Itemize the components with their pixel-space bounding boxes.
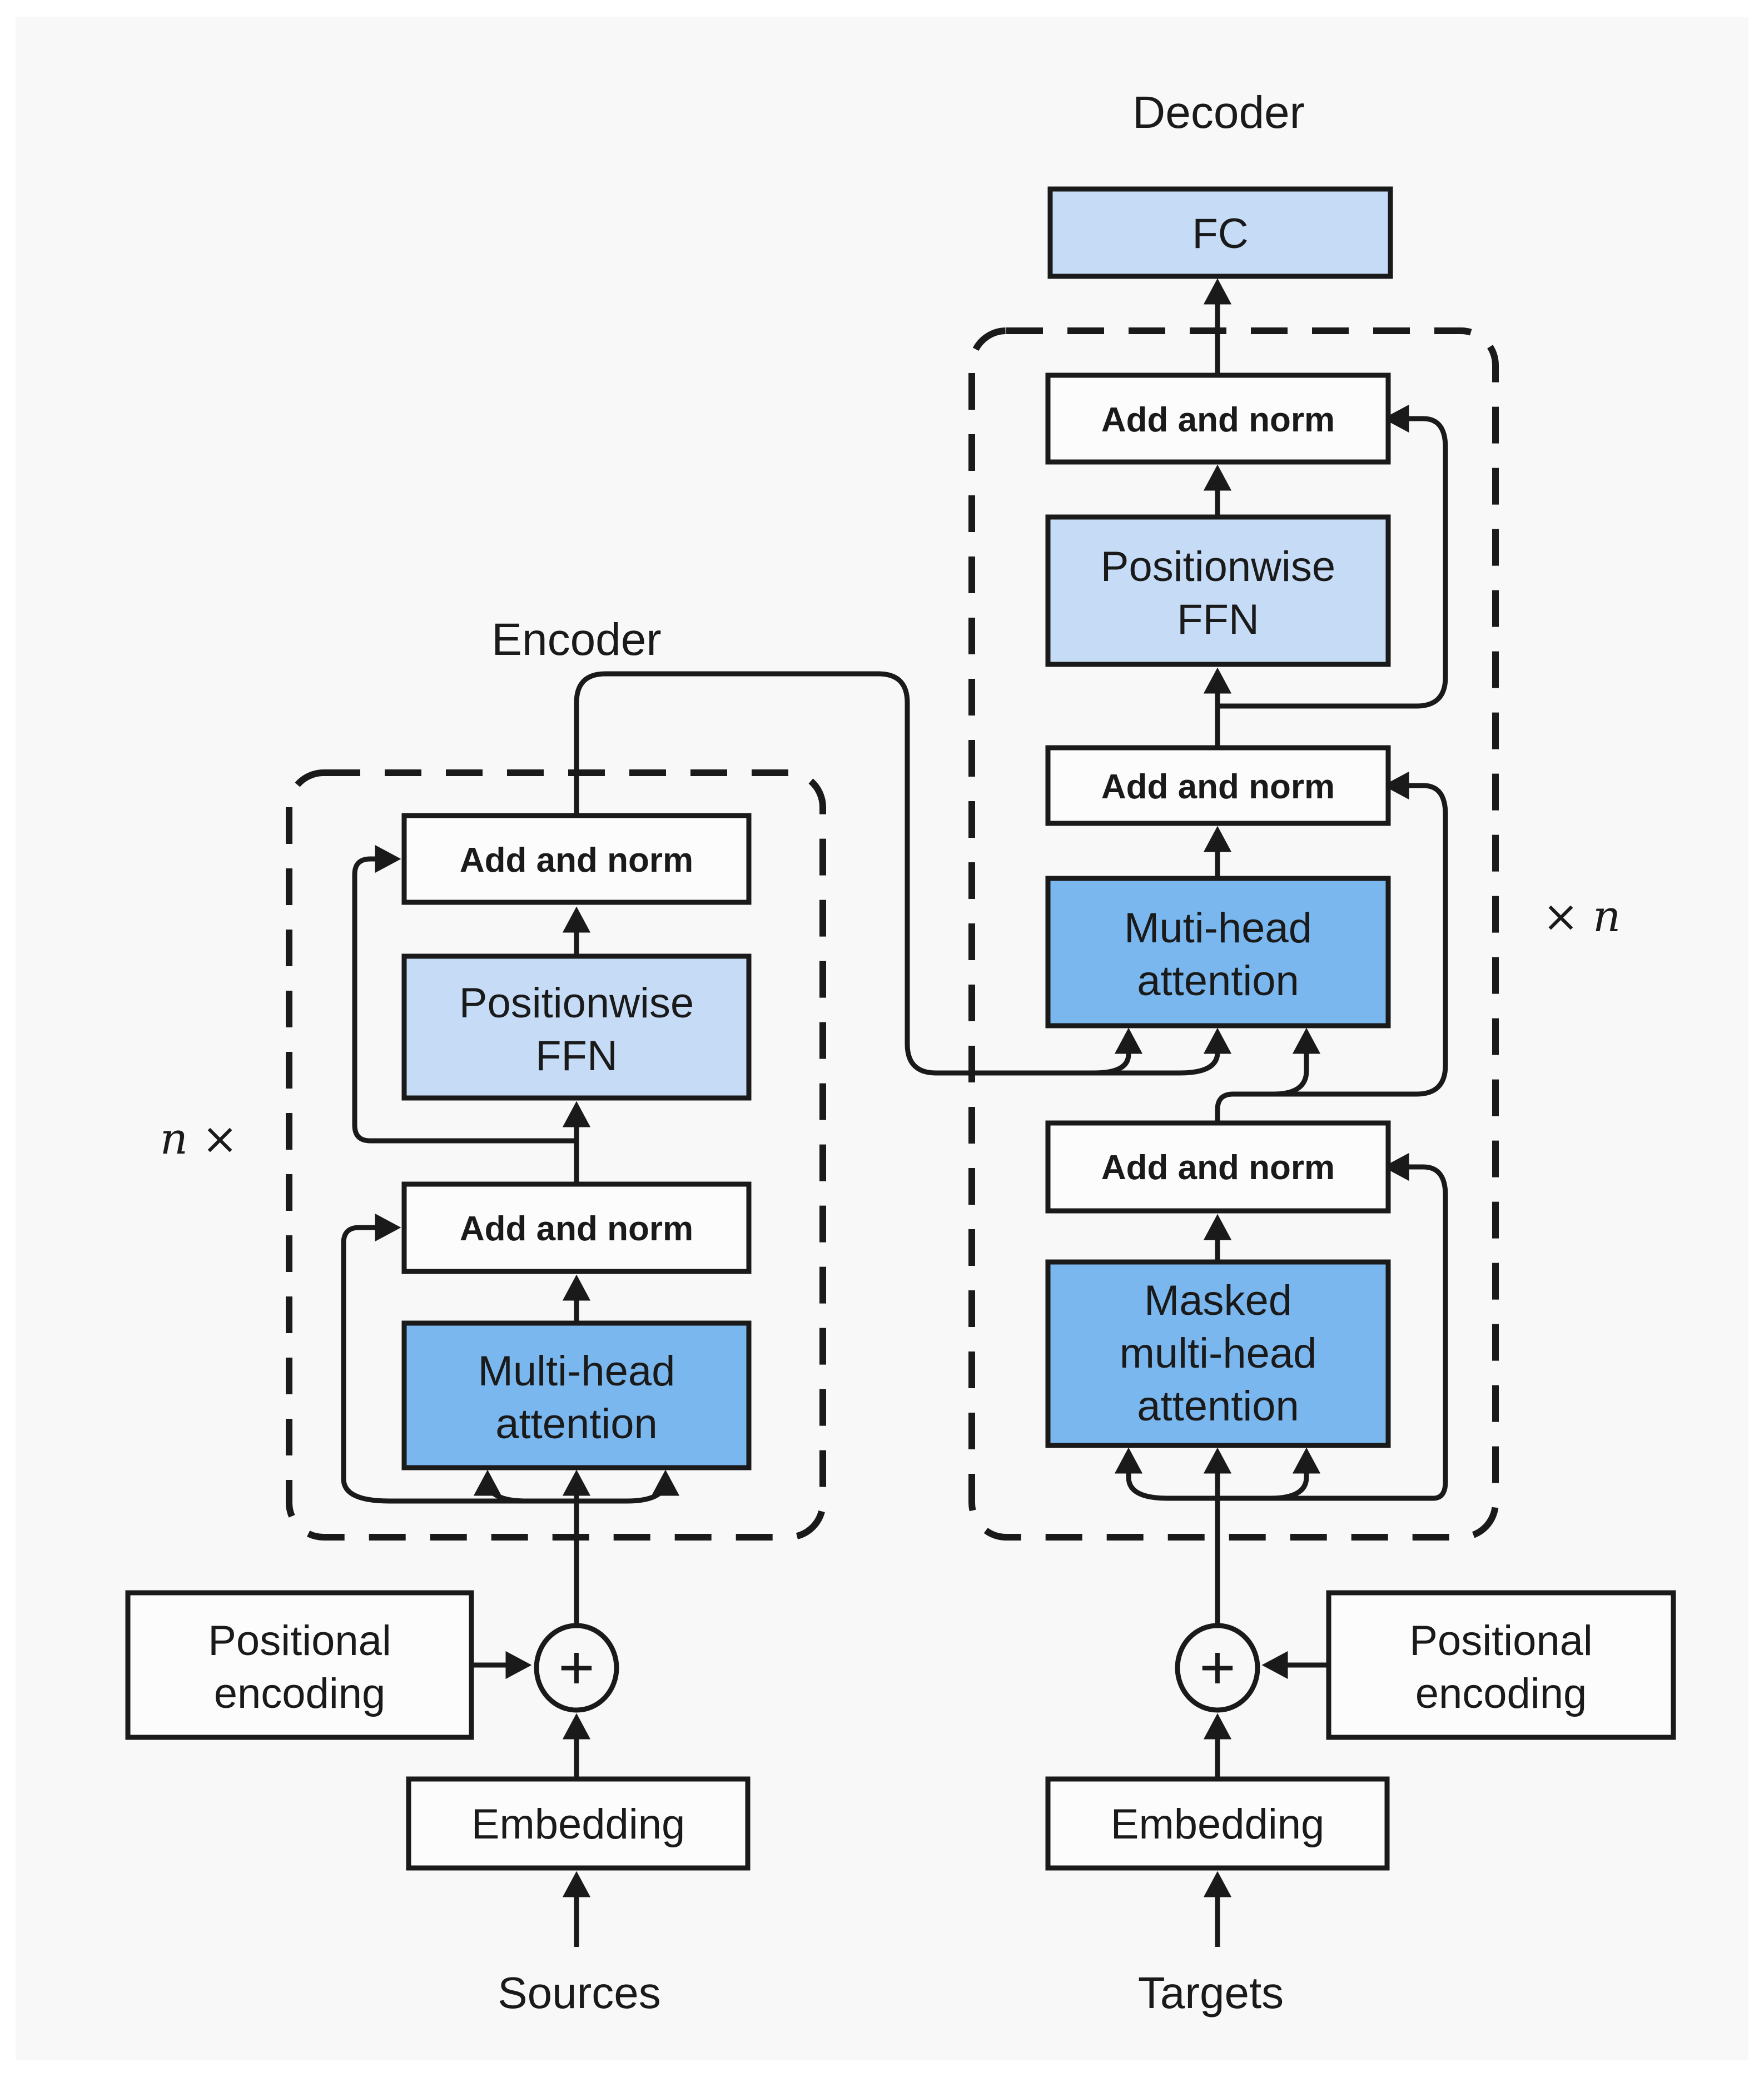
decoder-residual-bottom (1167, 1152, 1448, 1501)
diagram-background (16, 17, 1748, 2060)
encoder-add-circle (534, 1623, 619, 1713)
encoder-plus-sign: + (558, 1633, 594, 1702)
encoder-output-to-decoder-line (574, 671, 1232, 1076)
encoder-add-and-norm-bottom-label: Add and norm (460, 1210, 693, 1248)
encoder-positionwise-ffn-box (401, 953, 752, 1101)
sources-label: Sources (498, 1968, 660, 2018)
arrow-encoder-attention-value (626, 1469, 680, 1504)
arrow-encoder-attention-key (473, 1469, 527, 1504)
decoder-positionwise-ffn-box (1045, 514, 1391, 667)
decoder-add-and-norm-middle-box (1045, 745, 1391, 826)
encoder-add-and-norm-top-box (401, 813, 752, 905)
encoder-multi-head-attention-box (401, 1320, 752, 1470)
encoder-residual-top (352, 844, 577, 1144)
arrow-masked-attention-value (1270, 1447, 1321, 1501)
decoder-masked-attention-label-line1: Masked (1144, 1277, 1292, 1324)
encoder-positional-encoding-box (125, 1590, 474, 1740)
decoder-residual-top (1218, 404, 1448, 709)
decoder-masked-attention-label-line2: multi-head (1120, 1330, 1317, 1377)
diagram-text: Encoder Decoder n × × n Add and norm Pos… (160, 87, 1621, 2018)
encoder-embedding-label: Embedding (471, 1801, 685, 1848)
decoder-ffn-label-line2: FFN (1177, 596, 1259, 643)
decoder-positional-encoding-box (1326, 1590, 1676, 1740)
arrow-cross-attention-key (1094, 1027, 1143, 1076)
decoder-title: Decoder (1132, 87, 1305, 138)
decoder-query-and-residual-line (1215, 771, 1448, 1123)
decoder-fc-box (1047, 186, 1393, 279)
decoder-masked-multi-head-attention-box (1045, 1259, 1391, 1448)
decoder-repeat-label: × n (1543, 892, 1621, 942)
encoder-ffn-label-line2: FFN (535, 1032, 618, 1080)
decoder-embedding-label: Embedding (1111, 1801, 1325, 1848)
decoder-plus-sign: + (1199, 1633, 1235, 1702)
encoder-mha-label-line2: attention (495, 1400, 658, 1448)
arrow-cross-attention-query (1273, 1027, 1321, 1097)
encoder-title: Encoder (491, 614, 661, 665)
diagram-boxes (125, 186, 1676, 1871)
decoder-add-circle (1175, 1623, 1260, 1713)
decoder-ffn-label-line1: Positionwise (1101, 543, 1335, 590)
decoder-repeat-dashed-box (968, 327, 1499, 1541)
targets-label: Targets (1138, 1968, 1284, 2018)
encoder-add-and-norm-top-label: Add and norm (460, 841, 693, 880)
encoder-ffn-label-line1: Positionwise (459, 980, 694, 1027)
encoder-repeat-dashed-box (286, 769, 826, 1541)
decoder-masked-attention-label-line3: attention (1137, 1383, 1299, 1430)
encoder-positional-encoding-line2: encoding (214, 1670, 386, 1717)
decoder-fc-label: FC (1192, 210, 1248, 257)
encoder-embedding-box (406, 1776, 751, 1871)
decoder-positional-encoding-line1: Positional (1409, 1617, 1593, 1664)
decoder-add-and-norm-top-box (1045, 372, 1391, 465)
decoder-add-and-norm-bottom-box (1045, 1120, 1391, 1214)
encoder-repeat-label: n × (160, 1114, 238, 1164)
connector-lines (286, 278, 1499, 1947)
encoder-residual-bottom (341, 1213, 627, 1504)
decoder-embedding-box (1045, 1776, 1390, 1871)
decoder-add-and-norm-top-label: Add and norm (1101, 401, 1335, 439)
decoder-positional-encoding-line2: encoding (1415, 1670, 1587, 1717)
arrow-masked-attention-key (1114, 1447, 1168, 1501)
encoder-mha-label-line1: Multi-head (478, 1348, 675, 1395)
decoder-cross-attention-label-line2: attention (1137, 957, 1299, 1005)
decoder-add-and-norm-bottom-label: Add and norm (1101, 1149, 1335, 1187)
decoder-add-and-norm-middle-label: Add and norm (1101, 768, 1335, 806)
decoder-cross-attention-label-line1: Muti-head (1124, 905, 1312, 952)
encoder-add-and-norm-bottom-box (401, 1181, 752, 1274)
encoder-positional-encoding-line1: Positional (208, 1617, 391, 1664)
decoder-muti-head-attention-box (1045, 876, 1391, 1028)
